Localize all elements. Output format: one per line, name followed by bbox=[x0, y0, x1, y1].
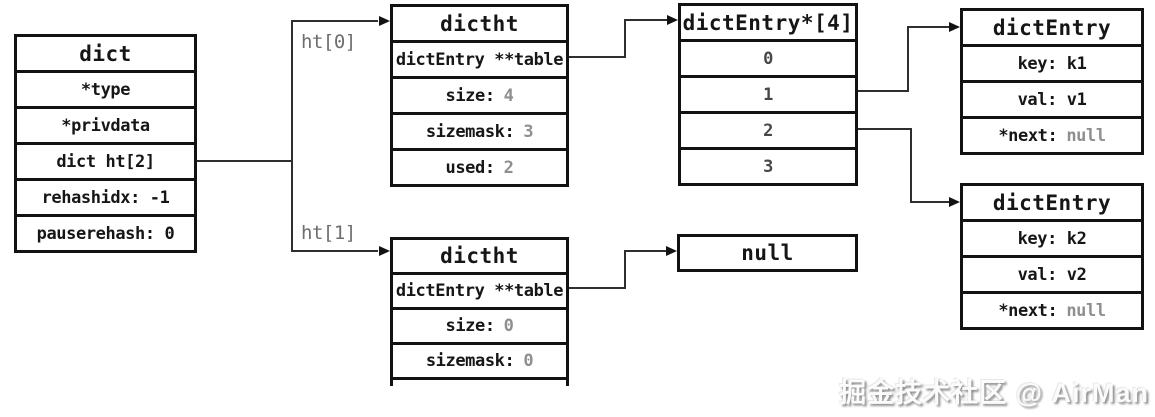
pointer-line-to-ht1 bbox=[291, 250, 378, 252]
bucket-cell-2: 2 bbox=[681, 111, 855, 147]
null-box-title: null bbox=[741, 241, 794, 265]
pointer-line-bucket1-to-entry1-2 bbox=[907, 26, 909, 92]
dictht0-field-size: size:4 bbox=[393, 76, 566, 112]
dictentry-k1-title: dictEntry bbox=[992, 15, 1112, 40]
pointer-line-bucket1-to-entry1-3 bbox=[907, 26, 949, 28]
pointer-line-ht1table-to-null-1 bbox=[568, 287, 626, 289]
dict-field-ht: dict ht[2] bbox=[17, 142, 194, 178]
pointer-line-bucket2-to-entry2-2 bbox=[910, 128, 912, 203]
pointer-line-table-to-array-2 bbox=[624, 19, 626, 58]
arrowhead-to-entry2-icon bbox=[949, 197, 960, 207]
dict-field-rehashidx: rehashidx: -1 bbox=[17, 178, 194, 214]
pointer-label-ht0: ht[0] bbox=[301, 31, 356, 53]
dict-field-pauserehash: pauserehash: 0 bbox=[17, 214, 194, 250]
dictentry-k1-next: *next:null bbox=[963, 116, 1141, 152]
dictht0-box: dictht dictEntry **table size:4 sizemask… bbox=[390, 4, 569, 187]
pointer-line-to-ht0 bbox=[291, 20, 378, 22]
pointer-line-table-to-array-3 bbox=[624, 19, 667, 21]
dictentry-k1-box: dictEntry key: k1 val: v1 *next:null bbox=[960, 8, 1144, 155]
dict-field-privdata: *privdata bbox=[17, 106, 194, 142]
dictht1-field-sizemask: sizemask:0 bbox=[393, 342, 566, 377]
pointer-label-ht1: ht[1] bbox=[301, 222, 356, 244]
dictht0-field-sizemask: sizemask:3 bbox=[393, 112, 566, 148]
pointer-line-ht1table-to-null-2 bbox=[624, 250, 626, 289]
dictht0-box-title: dictht bbox=[440, 11, 519, 36]
dict-box: dict *type *privdata dict ht[2] rehashid… bbox=[14, 34, 197, 253]
dictentry-k2-next: *next:null bbox=[963, 291, 1141, 327]
dictht1-box: dictht dictEntry **table size:0 sizemask… bbox=[390, 237, 569, 386]
arrowhead-to-array-icon bbox=[667, 15, 678, 25]
dictentry-k2-title: dictEntry bbox=[992, 190, 1112, 215]
dictht0-field-table: dictEntry **table bbox=[393, 40, 566, 76]
bucket-array-box: dictEntry*[4] 0 1 2 3 bbox=[678, 3, 858, 186]
watermark: 掘金技术社区 @ AirMan bbox=[839, 378, 1149, 408]
dictht1-truncated-row bbox=[393, 377, 566, 386]
bucket-array-title: dictEntry*[4] bbox=[682, 10, 854, 35]
arrowhead-to-entry1-icon bbox=[949, 22, 960, 32]
dictentry-k1-val: val: v1 bbox=[963, 80, 1141, 116]
dictht1-field-table: dictEntry **table bbox=[393, 272, 566, 307]
dictentry-k1-key: key: k1 bbox=[963, 44, 1141, 80]
dictentry-k2-key: key: k2 bbox=[963, 219, 1141, 255]
arrowhead-to-null-icon bbox=[666, 246, 677, 256]
pointer-line-junction-vertical bbox=[291, 20, 293, 252]
dictentry-k2-box: dictEntry key: k2 val: v2 *next:null bbox=[960, 183, 1144, 330]
dict-field-type: *type bbox=[17, 70, 194, 106]
pointer-line-table-to-array-1 bbox=[568, 56, 626, 58]
dictentry-k2-val: val: v2 bbox=[963, 255, 1141, 291]
pointer-line-bucket2-to-entry2-1 bbox=[856, 128, 912, 130]
null-box: null bbox=[677, 234, 858, 272]
pointer-line-bucket2-to-entry2-3 bbox=[910, 201, 949, 203]
arrowhead-to-ht0-icon bbox=[379, 16, 390, 26]
pointer-line-dict-to-junction bbox=[197, 160, 292, 162]
dict-box-title: dict bbox=[79, 41, 132, 66]
dictht1-field-size: size:0 bbox=[393, 307, 566, 342]
arrowhead-to-ht1-icon bbox=[379, 246, 390, 256]
bucket-cell-0: 0 bbox=[681, 39, 855, 75]
dictht0-field-used: used:2 bbox=[393, 148, 566, 184]
pointer-line-ht1table-to-null-3 bbox=[624, 250, 666, 252]
bucket-cell-3: 3 bbox=[681, 147, 855, 183]
dictht1-box-title: dictht bbox=[440, 244, 519, 268]
bucket-cell-1: 1 bbox=[681, 75, 855, 111]
pointer-line-bucket1-to-entry1-1 bbox=[856, 90, 909, 92]
